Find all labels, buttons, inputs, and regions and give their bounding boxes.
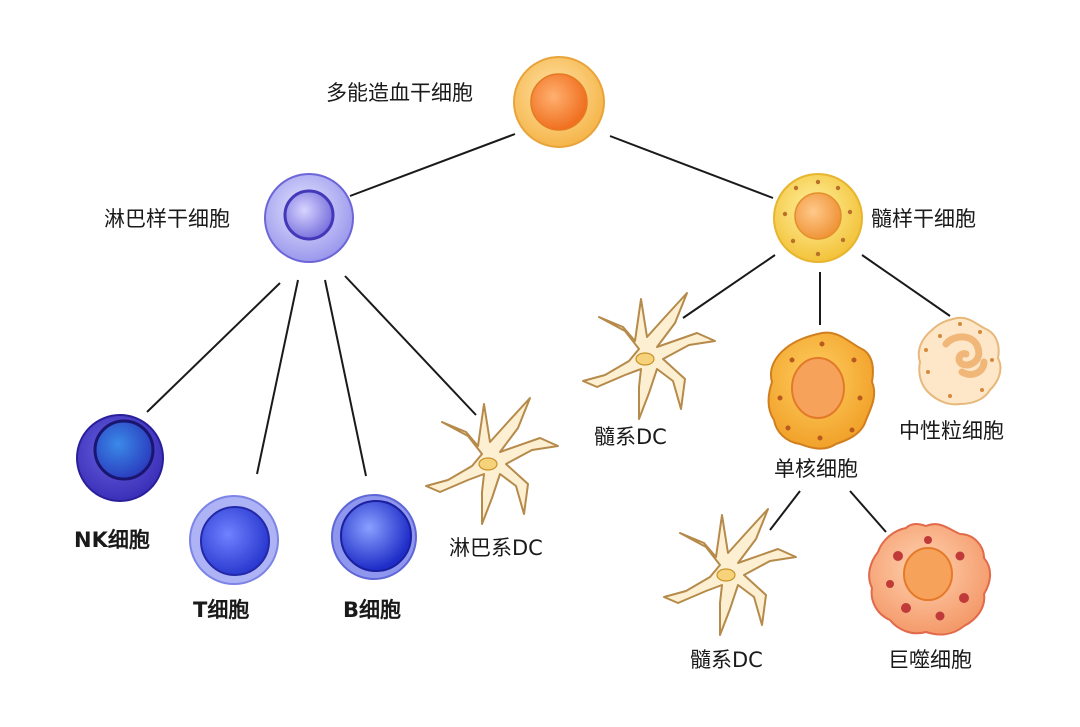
label-lymphoid-dc: 淋巴系DC bbox=[449, 536, 543, 560]
label-macrophage: 巨噬细胞 bbox=[888, 648, 972, 672]
myeloid-dc-bottom-icon bbox=[663, 508, 797, 636]
macrophage-icon bbox=[868, 523, 991, 636]
line-monocyte-dc bbox=[769, 490, 801, 531]
t-cell-icon bbox=[189, 495, 279, 585]
line-lymphoid-t bbox=[256, 279, 299, 475]
line-myeloid-neutrophil bbox=[861, 254, 951, 317]
neutrophil-icon bbox=[917, 316, 1002, 406]
myeloid-dc-top-icon bbox=[582, 292, 716, 420]
line-hsc-myeloid bbox=[609, 135, 774, 199]
label-monocyte: 单核细胞 bbox=[774, 457, 858, 481]
myeloid-stem-cell-icon bbox=[773, 173, 863, 263]
line-lymphoid-dc bbox=[344, 275, 477, 416]
line-myeloid-dc bbox=[682, 254, 776, 319]
lymphoid-stem-cell-icon bbox=[264, 173, 354, 263]
label-myeloid-dc-top: 髓系DC bbox=[594, 425, 667, 449]
label-nk: NK细胞 bbox=[74, 528, 150, 552]
nk-cell-icon bbox=[76, 414, 164, 502]
label-neutrophil: 中性粒细胞 bbox=[899, 419, 1004, 443]
label-myeloid-stem: 髓样干细胞 bbox=[871, 207, 976, 231]
b-cell-icon bbox=[331, 494, 417, 580]
label-myeloid-dc-bottom: 髓系DC bbox=[690, 648, 763, 672]
hsc-cell-icon bbox=[513, 56, 605, 148]
line-hsc-lymphoid bbox=[349, 133, 516, 197]
label-hsc: 多能造血干细胞 bbox=[326, 81, 473, 105]
label-t-cell: T细胞 bbox=[193, 598, 250, 622]
connector-lines bbox=[146, 133, 951, 533]
line-lymphoid-nk bbox=[146, 282, 281, 413]
lymphoid-dc-icon bbox=[425, 397, 559, 525]
monocyte-icon bbox=[767, 331, 876, 450]
line-lymphoid-b bbox=[324, 279, 367, 477]
label-b-cell: B细胞 bbox=[343, 598, 402, 622]
label-lymphoid-stem: 淋巴样干细胞 bbox=[104, 207, 230, 231]
line-monocyte-macrophage bbox=[849, 490, 887, 533]
